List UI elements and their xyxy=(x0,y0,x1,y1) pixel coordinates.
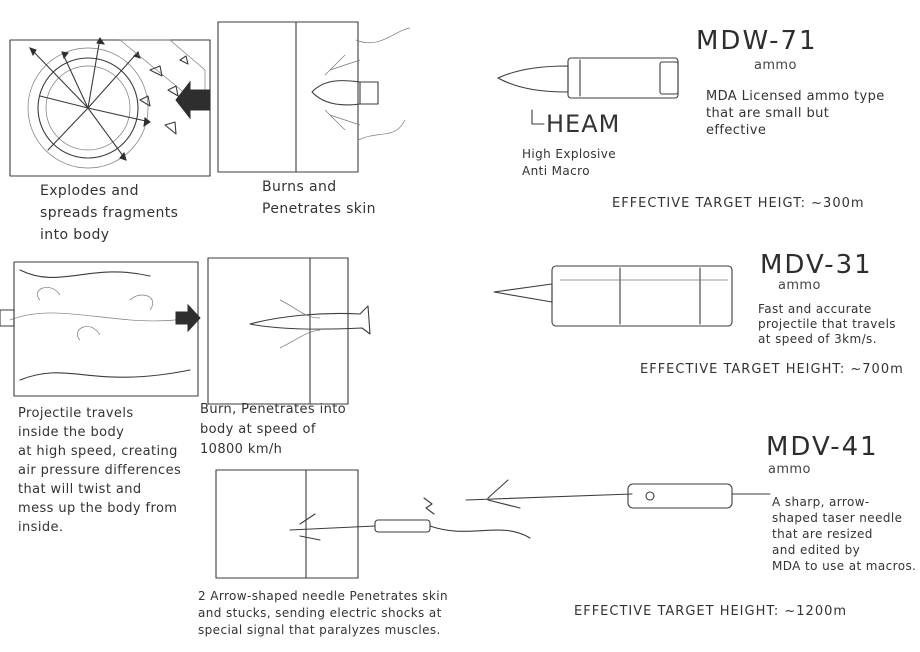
pressure-caption: Projectile travels inside the body at hi… xyxy=(18,406,182,535)
mdv41-description: A sharp, arrow- shaped taser needle that… xyxy=(772,495,917,573)
penetrate-panel xyxy=(207,257,371,405)
mdw71-description: MDA Licensed ammo type that are small bu… xyxy=(706,89,885,138)
mdv31-effective-height: EFFECTIVE TARGET HEIGHT: ~700m xyxy=(640,362,904,377)
needle-panel xyxy=(215,469,531,579)
mdv41-needle xyxy=(465,479,771,509)
penetrate-caption: Burn, Penetrates into body at speed of 1… xyxy=(200,402,347,457)
mdw71-effective-height: EFFECTIVE TARGET HEIGT: ~300m xyxy=(612,196,865,211)
needle-caption: 2 Arrow-shaped needle Penetrates skin an… xyxy=(198,589,448,637)
burn-caption: Burns and Penetrates skin xyxy=(262,179,376,217)
mdw71-variant-expansion: High Explosive Anti Macro xyxy=(522,147,617,178)
burn-panel xyxy=(217,21,411,173)
mdv41-kind: ammo xyxy=(768,462,811,477)
mdv31-kind: ammo xyxy=(778,278,821,293)
mdv31-title: MDV-31 xyxy=(760,250,873,280)
explosion-caption: Explodes and spreads fragments into body xyxy=(40,183,179,243)
explosion-panel xyxy=(9,37,211,177)
pressure-panel xyxy=(0,261,201,397)
mdw71-title: MDW-71 xyxy=(696,26,818,56)
mdv41-effective-height: EFFECTIVE TARGET HEIGHT: ~1200m xyxy=(574,604,848,619)
mdv31-projectile xyxy=(493,265,733,327)
mdv31-description: Fast and accurate projectile that travel… xyxy=(758,302,896,346)
mdw71-variant: HEAM xyxy=(546,110,621,138)
mdv41-title: MDV-41 xyxy=(766,432,879,462)
mdw71-bullet xyxy=(497,57,679,125)
mdw71-kind: ammo xyxy=(754,58,797,73)
